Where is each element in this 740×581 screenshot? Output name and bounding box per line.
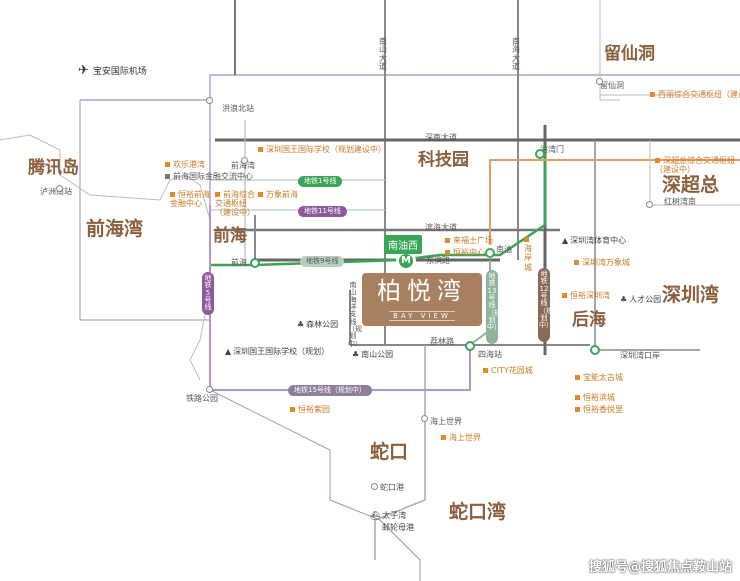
poi-sz-wanxiang: 深圳湾万象城 (574, 258, 630, 267)
poi-hengyu-sz: 恒裕深圳湾 (562, 291, 610, 300)
station-shenzhenwan-kou-label: 深圳湾口岸 (620, 351, 660, 360)
project-name-en: BAY VIEW (389, 311, 455, 321)
poi-sz-sports: ▲深圳湾体育中心 (562, 236, 627, 245)
road-dongbin-lu: 东滨路 (426, 256, 450, 265)
poi-hengyu-ziyuan: 恒裕紫园 (290, 405, 330, 414)
station-tielu-park-label: 铁路公园 (186, 394, 218, 403)
ship-icon: ⛴ (370, 511, 381, 520)
metro-line13-label: 地铁13号线（规划中） (486, 270, 498, 344)
metro-line1-label: 地铁1号线 (298, 176, 343, 187)
tree-icon: ♣ (297, 320, 305, 329)
station-honghe-label: 红树湾南 (664, 197, 696, 206)
stop-marker-shekou-port (371, 483, 378, 490)
metro-nanshan-line-label: 南山海洋支线（规划中） (348, 281, 362, 348)
school-icon: ▲ (225, 347, 232, 356)
stop-marker-luzhou (56, 185, 63, 192)
poi-qh-financial: 前海国际金融交流中心 (165, 172, 253, 181)
district-shenchaozong: 深超总 (662, 174, 720, 196)
station-nanyou-label: 南油 (496, 245, 512, 254)
poi-baoneng: 宝能太古城 (575, 373, 623, 382)
station-hongchuang-bei: 洪浪北站 (222, 104, 254, 113)
tree-icon: ♣ (352, 350, 360, 359)
road-nanhai-dadao: 南海大道 (512, 37, 520, 72)
station-marker-nanyouxi: M (396, 251, 416, 271)
station-marker-gangwanmen (535, 149, 545, 159)
poi-intl-school: 深圳国王国际学校（规划建设中） (258, 145, 386, 154)
poi-shenchaozong-hub: 深超总综合交通枢纽（建设中） (655, 156, 735, 175)
project-bay-view: 柏悦湾 BAY VIEW (362, 273, 482, 326)
poi-wanxiang-qh: 万象前海 (258, 190, 298, 199)
poi-huanle: 欢乐港湾 (165, 160, 205, 169)
metro-line9-label: 地铁9号线 (300, 256, 345, 267)
poi-laifu: 来福士广场 (445, 236, 493, 245)
station-qianhai-label: 前海 (231, 258, 247, 267)
project-name-cn: 柏悦湾 (377, 277, 467, 305)
station-sihai-label: 四海站 (478, 350, 502, 359)
station-qianhaiwan-label: 前海湾 (231, 161, 255, 170)
metro-line12-label: 地铁12号线（规划中） (538, 268, 550, 342)
metro-line15-label: 地铁15号线（规划中） (288, 385, 372, 396)
station-luzhou-label: 泸洲南站 (40, 187, 72, 196)
district-shenzhenwan: 深圳湾 (662, 284, 720, 306)
station-marker-sihai (465, 341, 475, 351)
district-tengxundao: 腾讯岛 (28, 158, 79, 178)
district-liuxiandong: 留仙洞 (604, 44, 655, 64)
tree-icon: ♣ (620, 295, 628, 304)
poi-senlin: ♣森林公园 (297, 320, 339, 329)
poi-rencai: ♣人才公园 (620, 295, 662, 304)
stop-marker-qianhaiwan (241, 157, 248, 164)
station-marker-qianhai (250, 258, 260, 268)
poi-taizi: ⛴太子湾 (370, 511, 407, 520)
road-nanshan-dadao: 南山大道 (379, 37, 387, 72)
poi-nanshan-park: ♣南山公园 (352, 350, 394, 359)
station-gangwanmen-label: 港湾门 (540, 145, 564, 154)
poi-youlun: 邮轮母港 (382, 523, 414, 532)
stop-marker-honghe (646, 201, 653, 208)
metro-line5-label: 地铁5号线 (202, 272, 214, 315)
road-yilin-lu: 荔林路 (430, 337, 454, 346)
building-icon: ▲ (562, 236, 569, 245)
poi-qh-transport: 前海综合交通枢纽（建设中） (215, 190, 255, 218)
poi-xili-hub: 西丽综合交通枢纽（建设中） (650, 90, 740, 99)
station-haishang-label: 海上世界 (430, 417, 462, 426)
district-qianhai: 前海 (213, 226, 247, 246)
stop-marker-haishang (421, 415, 428, 422)
road-binhai-dadao: 滨海大道 (425, 223, 457, 232)
poi-haishang: 海上世界 (441, 433, 481, 442)
poi-school2: ▲深圳国王国际学校（规划） (225, 347, 330, 356)
poi-city-garden: CITY花园城 (483, 366, 533, 375)
poi-hengyu-xiang: 恒裕香悦里 (575, 405, 623, 414)
stop-marker-hongchuang (206, 97, 213, 104)
district-shekou: 蛇口 (370, 441, 409, 463)
station-marker-shenzhenwan-kou (590, 345, 600, 355)
airport-label: ✈宝安国际机场 (78, 63, 147, 78)
watermark: 搜狐号@搜狐焦点鞍山站 (588, 560, 732, 575)
station-liuxian-label: 留仙洞 (600, 81, 624, 90)
station-nanyouxi-label: 南油西 (384, 235, 422, 254)
district-shekouwan: 蛇口湾 (449, 501, 507, 523)
poi-hengyu-bin: 恒裕滨城 (575, 393, 615, 402)
poi-hengyu-center: 恒裕中心 (445, 248, 485, 257)
metro-line11-label: 地铁11号线 (298, 206, 347, 217)
poi-hengyu-qh: 恒裕前海金融中心 (170, 190, 210, 209)
district-houhai: 后海 (572, 310, 606, 330)
airplane-icon: ✈ (78, 63, 89, 78)
road-shennan-dadao: 深南大道 (425, 133, 457, 142)
stop-marker-liuxian (596, 78, 603, 85)
district-kejiyuan: 科技园 (418, 150, 469, 170)
station-marker-nanyou (485, 248, 495, 258)
stop-marker-tielu (206, 386, 213, 393)
district-qianhaiwan: 前海湾 (86, 218, 144, 240)
poi-haian-city: 海岸城 (524, 235, 534, 272)
station-shekou-port-label: 蛇口港 (380, 483, 404, 492)
